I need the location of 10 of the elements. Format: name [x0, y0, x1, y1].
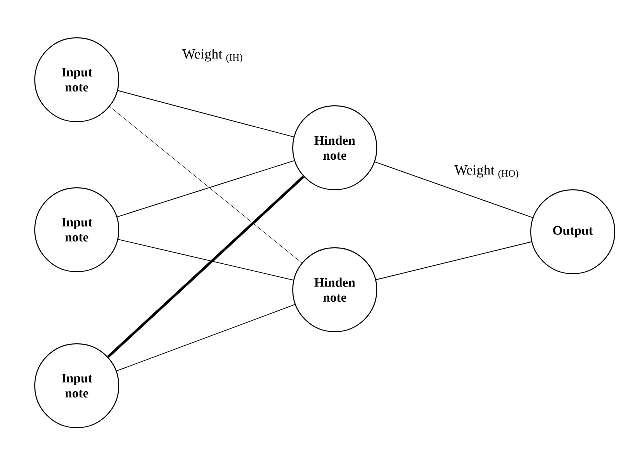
weight-label: Weight $_{(IH)}$ [182, 49, 243, 63]
connection-line [110, 106, 302, 264]
connection-line [376, 242, 532, 280]
connection-line [118, 90, 294, 138]
weight-label: Weight $_{(HO)}$ [454, 165, 518, 179]
connection-line [117, 160, 295, 218]
connection-line [107, 176, 305, 358]
connection-line [374, 162, 534, 218]
connection-line [118, 239, 294, 281]
connection-line [116, 304, 296, 372]
